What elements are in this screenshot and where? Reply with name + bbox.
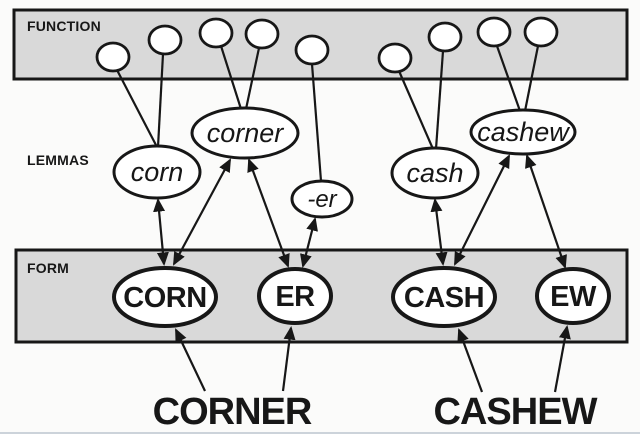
corner-label: corner xyxy=(207,118,285,148)
EW-label: EW xyxy=(550,281,597,313)
function-circle-7 xyxy=(427,21,463,53)
CORN-label: CORN xyxy=(123,282,206,314)
word-CASHEW: CASHEW xyxy=(434,391,598,433)
er-label: -er xyxy=(307,186,337,213)
link-circle9-cashew xyxy=(523,45,540,112)
function-circle-3 xyxy=(198,17,234,49)
arrow-CORNER-ER xyxy=(281,325,296,392)
lemma-node-cash: cash xyxy=(390,146,480,200)
form-node-ew: EW xyxy=(535,267,611,325)
arrow-CASHEW-EW xyxy=(553,324,571,393)
corn-ellipse xyxy=(112,144,202,200)
EW-ellipse xyxy=(535,267,611,325)
link-circle4-corner xyxy=(244,47,261,110)
lemma-node-corner: corner xyxy=(190,106,300,160)
cash-label: cash xyxy=(406,158,463,188)
arrow-cashew-CASH xyxy=(454,154,510,266)
lemma-node-cashew: cashew xyxy=(469,108,577,156)
link-circle8-cashew xyxy=(495,45,522,112)
function-circles xyxy=(95,16,559,74)
link-circle7-cash xyxy=(434,50,445,150)
link-circle5-er xyxy=(310,63,323,182)
function-circle-9 xyxy=(523,16,559,48)
arrow-er-ER xyxy=(300,217,318,268)
function-circle-6 xyxy=(377,42,413,74)
word-CORNER: CORNER xyxy=(153,391,312,433)
function-to-lemma-links xyxy=(116,45,540,182)
CASH-label: CASH xyxy=(404,282,484,314)
ER-label: ER xyxy=(275,281,315,313)
link-circle6-cash xyxy=(397,70,435,150)
cash-ellipse xyxy=(390,146,480,200)
function-circle-8 xyxy=(476,16,512,48)
form-node-er: ER xyxy=(257,267,333,325)
ER-ellipse xyxy=(257,267,333,325)
corner-ellipse xyxy=(190,106,300,160)
function-circle-1 xyxy=(95,41,131,73)
link-circle1-corn xyxy=(116,69,158,148)
form-band-label: FORM xyxy=(27,260,69,276)
word-form-arrows xyxy=(175,324,571,393)
function-circle-2 xyxy=(147,24,183,56)
function-circle-5 xyxy=(294,34,330,66)
lemma-node-corn: corn xyxy=(112,144,202,200)
CASH-ellipse xyxy=(391,266,497,328)
arrow-corner-ER xyxy=(247,158,290,268)
lemma-node-er: -er xyxy=(290,179,354,219)
lemma-form-arrows xyxy=(153,154,567,269)
CORN-ellipse xyxy=(112,266,218,328)
function-circle-4 xyxy=(244,18,280,50)
arrow-cash-CASH xyxy=(430,197,448,267)
arrow-corn-CORN xyxy=(153,197,169,267)
lemmas-level-label: LEMMAS xyxy=(27,152,89,168)
arrow-corner-CORN xyxy=(173,158,231,266)
cashew-label: cashew xyxy=(477,117,570,147)
corn-label: corn xyxy=(131,157,184,187)
link-circle3-corner xyxy=(219,45,243,110)
form-node-cash: CASH xyxy=(391,266,497,328)
form-node-corn: CORN xyxy=(112,266,218,328)
arrow-CASHEW-CASH xyxy=(457,328,484,393)
arrow-CORNER-CORN xyxy=(175,328,206,392)
arrow-cashew-EW xyxy=(525,154,567,269)
function-band-label: FUNCTION xyxy=(27,18,101,34)
er-ellipse xyxy=(290,179,354,219)
cashew-ellipse xyxy=(469,108,577,156)
link-circle2-corn xyxy=(156,53,165,148)
